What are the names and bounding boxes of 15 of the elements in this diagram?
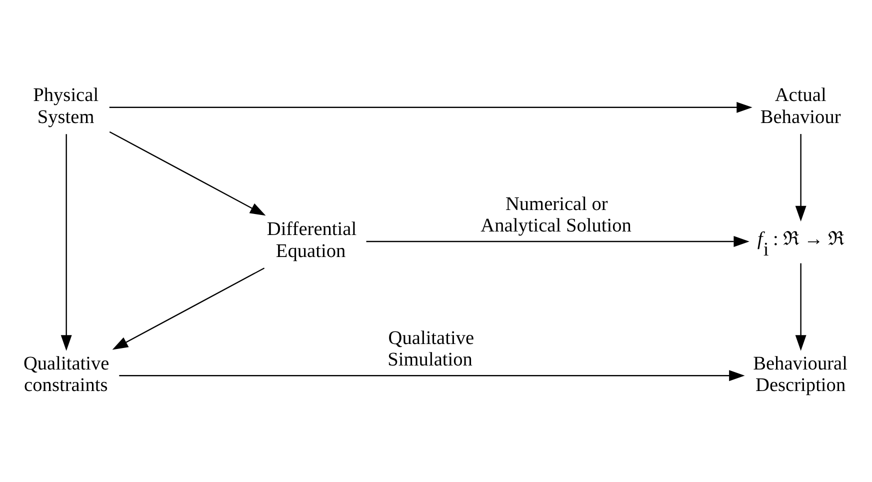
node-text: Differential Equation	[266, 218, 357, 262]
arrow	[109, 101, 752, 112]
arrow	[795, 262, 806, 350]
node-text: Actual Behaviour	[760, 84, 841, 128]
node-text: Physical System	[33, 84, 99, 128]
node-text: Qualitative constraints	[23, 352, 110, 396]
arrow	[60, 134, 72, 350]
node-text: Behavioural Description	[753, 352, 848, 396]
edge-label: Qualitative Simulation	[388, 327, 474, 370]
arrow	[119, 370, 745, 381]
arrow	[112, 267, 265, 350]
arrow	[366, 236, 750, 246]
edge-label: Numerical or Analytical Solution	[480, 193, 632, 236]
arrow	[795, 134, 806, 222]
arrow	[109, 130, 266, 216]
